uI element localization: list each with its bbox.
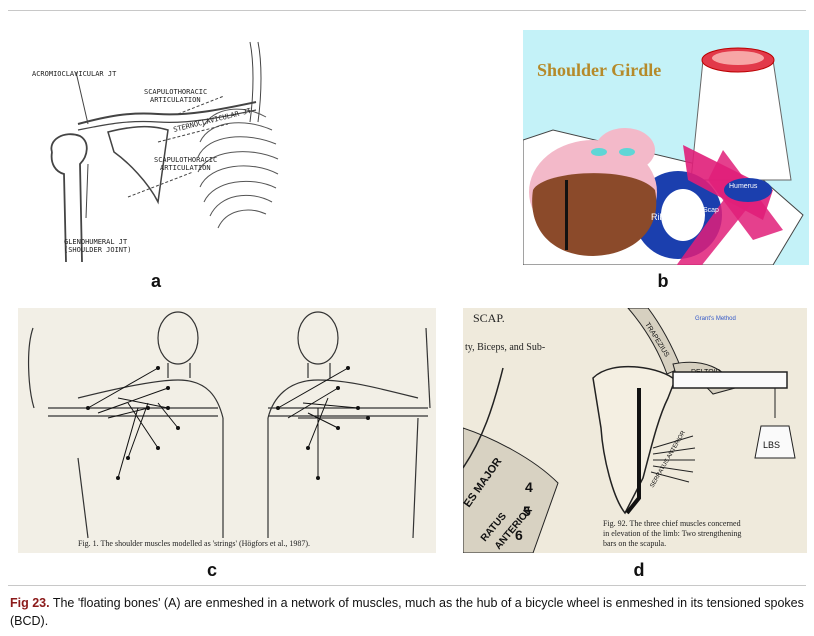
label-scapulothoracic-top-2: ARTICULATION [150, 96, 201, 104]
label-acromioclavicular: ACROMIOCLAVICULAR JT [32, 70, 117, 78]
panel-b-label: b [648, 271, 678, 292]
panel-c-caption: Fig. 1. The shoulder muscles modelled as… [78, 539, 310, 548]
panel-d-num-4: 4 [525, 479, 533, 495]
panel-d-num-5: 5 [523, 503, 531, 519]
panel-d-grants-method: Grant's Method [695, 316, 736, 322]
top-divider [8, 10, 806, 11]
label-glenohumeral-2: (SHOULDER JOINT) [64, 246, 131, 254]
panel-d-caption-2: in elevation of the limb: Two strengthen… [603, 529, 741, 538]
panel-b-humerus-label: Humerus [729, 183, 758, 190]
figure-caption-text: The 'floating bones' (A) are enmeshed in… [10, 596, 804, 628]
panel-a-label: a [141, 271, 171, 292]
panel-c-label: c [197, 560, 227, 581]
panel-a-image: ACROMIOCLAVICULAR JT SCAPULOTHORACIC ART… [28, 32, 304, 272]
panel-d-biceps-text: ty, Biceps, and Sub- [465, 342, 545, 353]
figure-caption-label: Fig 23. [10, 596, 50, 610]
panel-b-scap-label: Scap [703, 207, 719, 214]
label-scapulothoracic-bottom-1: SCAPULOTHORACIC [154, 156, 217, 164]
panel-c-image: Fig. 1. The shoulder muscles modelled as… [18, 308, 436, 553]
panel-d-caption-3: bars on the scapula. [603, 539, 666, 548]
panel-d-weight: LBS [763, 440, 780, 450]
label-glenohumeral-1: GLENOHUMERAL JT [64, 238, 128, 246]
panel-b-image: Shoulder Girdle Rib Humerus Scap [523, 30, 809, 265]
panel-d-scap-text: SCAP. [473, 311, 505, 325]
panel-d-image: SCAP. ty, Biceps, and Sub- Grant's Metho… [463, 308, 807, 553]
panel-b-rib-label: Rib [651, 212, 665, 222]
panel-d-caption-1: Fig. 92. The three chief muscles concern… [603, 519, 741, 528]
panel-b-title: Shoulder Girdle [537, 60, 661, 80]
panel-d-label: d [624, 560, 654, 581]
label-scapulothoracic-top-1: SCAPULOTHORACIC [144, 88, 207, 96]
figure-caption: Fig 23. The 'floating bones' (A) are enm… [8, 585, 806, 634]
panel-d-num-6: 6 [515, 527, 523, 543]
label-scapulothoracic-bottom-2: ARTICULATION [160, 164, 211, 172]
